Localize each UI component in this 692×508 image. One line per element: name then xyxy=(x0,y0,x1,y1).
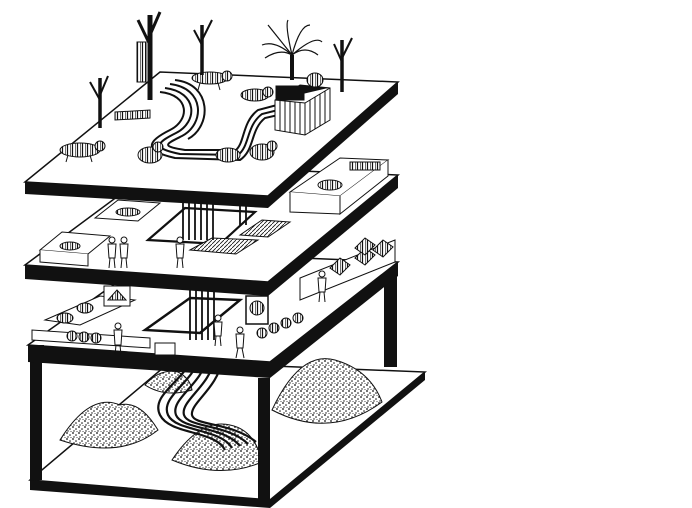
tiger xyxy=(59,140,106,163)
bare-tree xyxy=(89,75,109,128)
roof-slab-side-beam xyxy=(268,82,398,208)
person-figure xyxy=(119,236,129,269)
person-figure xyxy=(213,314,223,347)
support-column xyxy=(384,275,397,367)
winding-path xyxy=(157,359,257,451)
ground-slab-front xyxy=(30,480,270,508)
counter-with-pelts xyxy=(188,237,260,255)
counter-with-pelts xyxy=(238,219,292,238)
tiger xyxy=(215,140,278,163)
rolled-skins xyxy=(256,312,304,339)
upper-slab-side-beam xyxy=(268,175,398,296)
person-figure xyxy=(317,270,327,303)
support-column xyxy=(258,378,270,500)
person-figure xyxy=(175,236,185,269)
earth-mound xyxy=(59,401,159,449)
tiger xyxy=(306,72,324,88)
tiger xyxy=(240,86,274,102)
earth-mound xyxy=(271,358,383,424)
person-figure xyxy=(113,322,123,356)
central-railing xyxy=(145,206,258,246)
central-enclosure xyxy=(141,296,244,335)
person-figure xyxy=(107,236,117,269)
bare-tree xyxy=(136,11,162,100)
tiger xyxy=(137,141,164,164)
middle-slab-side-beam xyxy=(270,262,398,378)
bare-tree xyxy=(333,37,353,92)
upper-slab-front-beam xyxy=(25,265,268,296)
tiger xyxy=(136,41,147,83)
palm-tree xyxy=(261,19,323,80)
support-column xyxy=(30,362,42,480)
middle-slab-front-beam xyxy=(28,345,270,378)
roof-slab-front-beam xyxy=(25,182,268,208)
upper-floor xyxy=(22,157,400,296)
ground-floor xyxy=(28,275,427,508)
person-figure xyxy=(235,326,245,359)
ground-slab-side xyxy=(270,372,425,508)
rooftop-garden xyxy=(23,11,400,208)
tiger-cage xyxy=(274,84,331,136)
bare-tree xyxy=(193,19,213,75)
middle-floor xyxy=(25,239,401,378)
